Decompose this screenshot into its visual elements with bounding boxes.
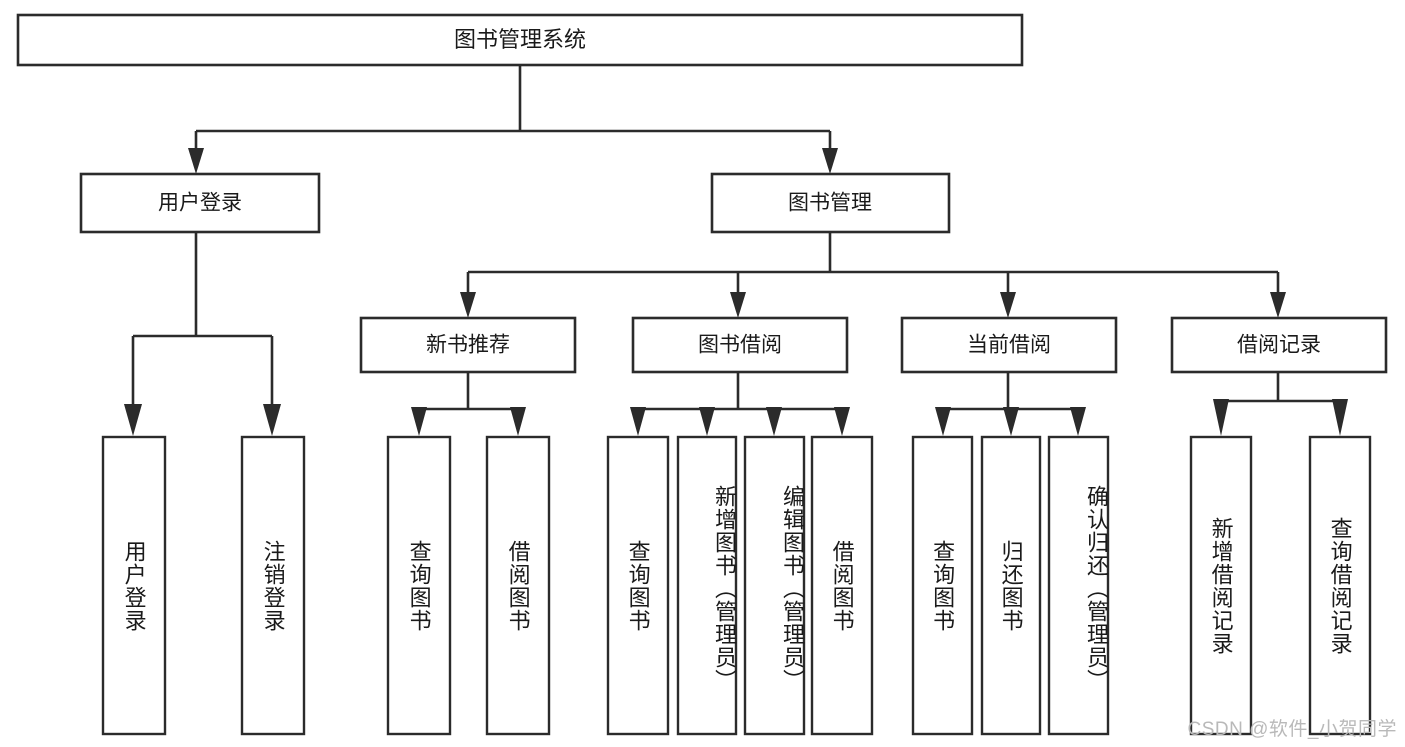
node-book-borrow-label: 图书借阅: [698, 334, 782, 357]
leaf-query-book-3-box[interactable]: [911, 435, 974, 736]
arrow-to-leaf-return-book: [1003, 407, 1019, 436]
node-current-borrow-box[interactable]: [900, 316, 1118, 374]
leaf-add-book-box[interactable]: [676, 435, 738, 736]
node-current-borrow[interactable]: 当前借阅: [900, 316, 1118, 374]
watermark-text: CSDN @软件_小贺同学: [1187, 719, 1397, 740]
edge-group: [124, 66, 1348, 436]
arrow-to-current-borrow: [1000, 292, 1016, 318]
arrow-to-leaf-edit-book: [766, 407, 782, 436]
leaf-query-book-1-box[interactable]: [386, 435, 452, 736]
node-root-label: 图书管理系统: [454, 27, 586, 52]
arrow-to-leaf-query-book-1: [411, 407, 427, 436]
leaf-edit-book-box[interactable]: [743, 435, 806, 736]
arrow-to-leaf-query-book-2: [630, 407, 646, 436]
node-root-box[interactable]: [16, 13, 1024, 67]
node-new-book-recommend-box[interactable]: [359, 316, 577, 374]
arrow-to-leaf-user-login: [124, 404, 142, 436]
arrow-to-book-borrow: [730, 292, 746, 318]
node-book-borrow[interactable]: 图书借阅: [631, 316, 849, 374]
arrow-to-leaf-query-book-3: [935, 407, 951, 436]
arrow-to-borrow-record: [1270, 292, 1286, 318]
node-user-login[interactable]: 用户登录: [79, 172, 321, 234]
node-user-login-label: 用户登录: [158, 192, 242, 215]
node-user-login-box[interactable]: [79, 172, 321, 234]
leaf-confirm-return-box[interactable]: [1047, 435, 1110, 736]
arrow-to-leaf-borrow-book-1: [510, 407, 526, 436]
arrow-to-leaf-add-borrow-record: [1213, 399, 1229, 436]
arrow-to-leaf-borrow-book-2: [834, 407, 850, 436]
node-book-borrow-box[interactable]: [631, 316, 849, 374]
node-borrow-record[interactable]: 借阅记录: [1170, 316, 1388, 374]
node-new-book-recommend-label: 新书推荐: [426, 334, 510, 357]
node-root[interactable]: 图书管理系统: [16, 13, 1024, 67]
node-borrow-record-box[interactable]: [1170, 316, 1388, 374]
arrow-to-user-login: [188, 148, 204, 174]
leaf-query-book-2-box[interactable]: [606, 435, 670, 736]
node-book-manage-label: 图书管理: [788, 192, 872, 215]
leaf-logout-login-box[interactable]: [240, 435, 306, 736]
arrow-to-leaf-logout-login: [263, 404, 281, 436]
leaf-borrow-book-1-box[interactable]: [485, 435, 551, 736]
node-new-book-recommend[interactable]: 新书推荐: [359, 316, 577, 374]
node-book-manage[interactable]: 图书管理: [710, 172, 951, 234]
node-book-manage-box[interactable]: [710, 172, 951, 234]
leaf-add-borrow-record-box[interactable]: [1189, 435, 1253, 736]
node-borrow-record-label: 借阅记录: [1237, 334, 1321, 357]
leaf-query-borrow-record-box[interactable]: [1308, 435, 1372, 736]
leaf-return-book-box[interactable]: [980, 435, 1042, 736]
arrow-to-book-manage: [822, 148, 838, 174]
arrow-to-leaf-add-book: [699, 407, 715, 436]
arrow-to-leaf-confirm-return: [1070, 407, 1086, 436]
arrow-to-new-book-recommend: [460, 292, 476, 318]
leaf-user-login-box[interactable]: [101, 435, 167, 736]
leaf-borrow-book-2-box[interactable]: [810, 435, 874, 736]
node-current-borrow-label: 当前借阅: [967, 334, 1051, 357]
arrow-to-leaf-query-borrow-record: [1332, 399, 1348, 436]
